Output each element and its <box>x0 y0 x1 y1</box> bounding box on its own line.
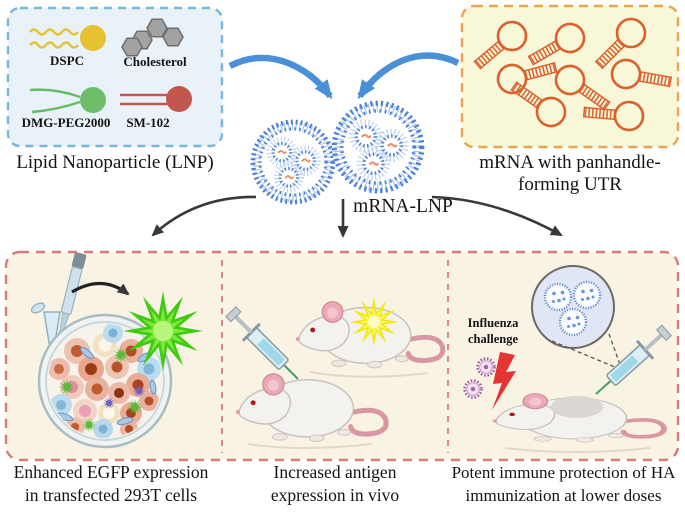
caption-antigen-expression: Increased antigen expression in vivo <box>222 461 448 507</box>
caption-2-line2: expression in vivo <box>270 485 400 505</box>
caption-3-line2: immunization at lower doses <box>465 486 662 505</box>
mrna-box-title-line2: forming UTR <box>518 174 622 195</box>
caption-2-line1: Increased antigen <box>273 462 397 482</box>
influenza-annotation-line2: challenge <box>468 332 518 346</box>
lnp-magnified-inset <box>531 265 623 371</box>
in-vivo-panel-art <box>222 297 442 449</box>
dspc-lipid-icon <box>29 25 106 51</box>
caption-3-line1: Potent immune protection of HA <box>451 463 676 482</box>
protection-panel-art <box>463 265 677 453</box>
mrna-lnp-particle-right <box>332 101 424 193</box>
transfection-panel-art <box>30 252 203 449</box>
egfp-fluorescence-burst <box>123 291 203 371</box>
caption-egfp-expression: Enhanced EGFP expression in transfected … <box>0 461 222 507</box>
merge-arrow-left <box>228 54 333 100</box>
mrna-box <box>460 4 680 149</box>
flow-arrow-left <box>151 195 257 237</box>
sm-102-label: SM-102 <box>126 115 170 130</box>
dmg-peg2000-lipid-icon <box>29 87 106 114</box>
petri-dish <box>37 313 173 449</box>
cholesterol-label: Cholesterol <box>123 54 187 69</box>
caption-immune-protection: Potent immune protection of HA immunizat… <box>442 461 685 507</box>
lnp-components-box <box>6 6 224 148</box>
caption-1-line2: in transfected 293T cells <box>24 485 198 505</box>
influenza-challenge-annotation: Influenza challenge <box>461 315 525 347</box>
sm-102-lipid-icon <box>120 86 192 112</box>
mrna-lnp-particle-left <box>251 120 335 204</box>
add-to-dish-arrow <box>71 281 130 296</box>
antigen-fluorescence-burst <box>349 297 399 347</box>
lnp-box-title: Lipid Nanoparticle (LNP) <box>16 152 214 173</box>
merge-arrow-right <box>357 52 460 100</box>
challenge-lightning-icon <box>492 352 516 410</box>
mrna-lnp-label: mRNA-LNP <box>353 196 453 217</box>
caption-1-line1: Enhanced EGFP expression <box>13 462 209 482</box>
mouse-fur-patch <box>551 396 603 418</box>
mrna-box-title: mRNA with panhandle- forming UTR <box>458 152 682 196</box>
dmg-peg2000-label: DMG-PEG2000 <box>21 115 111 130</box>
influenza-annotation-line1: Influenza <box>467 316 519 330</box>
dspc-label: DSPC <box>50 53 84 68</box>
flow-arrow-right <box>431 195 563 237</box>
mrna-box-title-line1: mRNA with panhandle- <box>479 152 661 173</box>
